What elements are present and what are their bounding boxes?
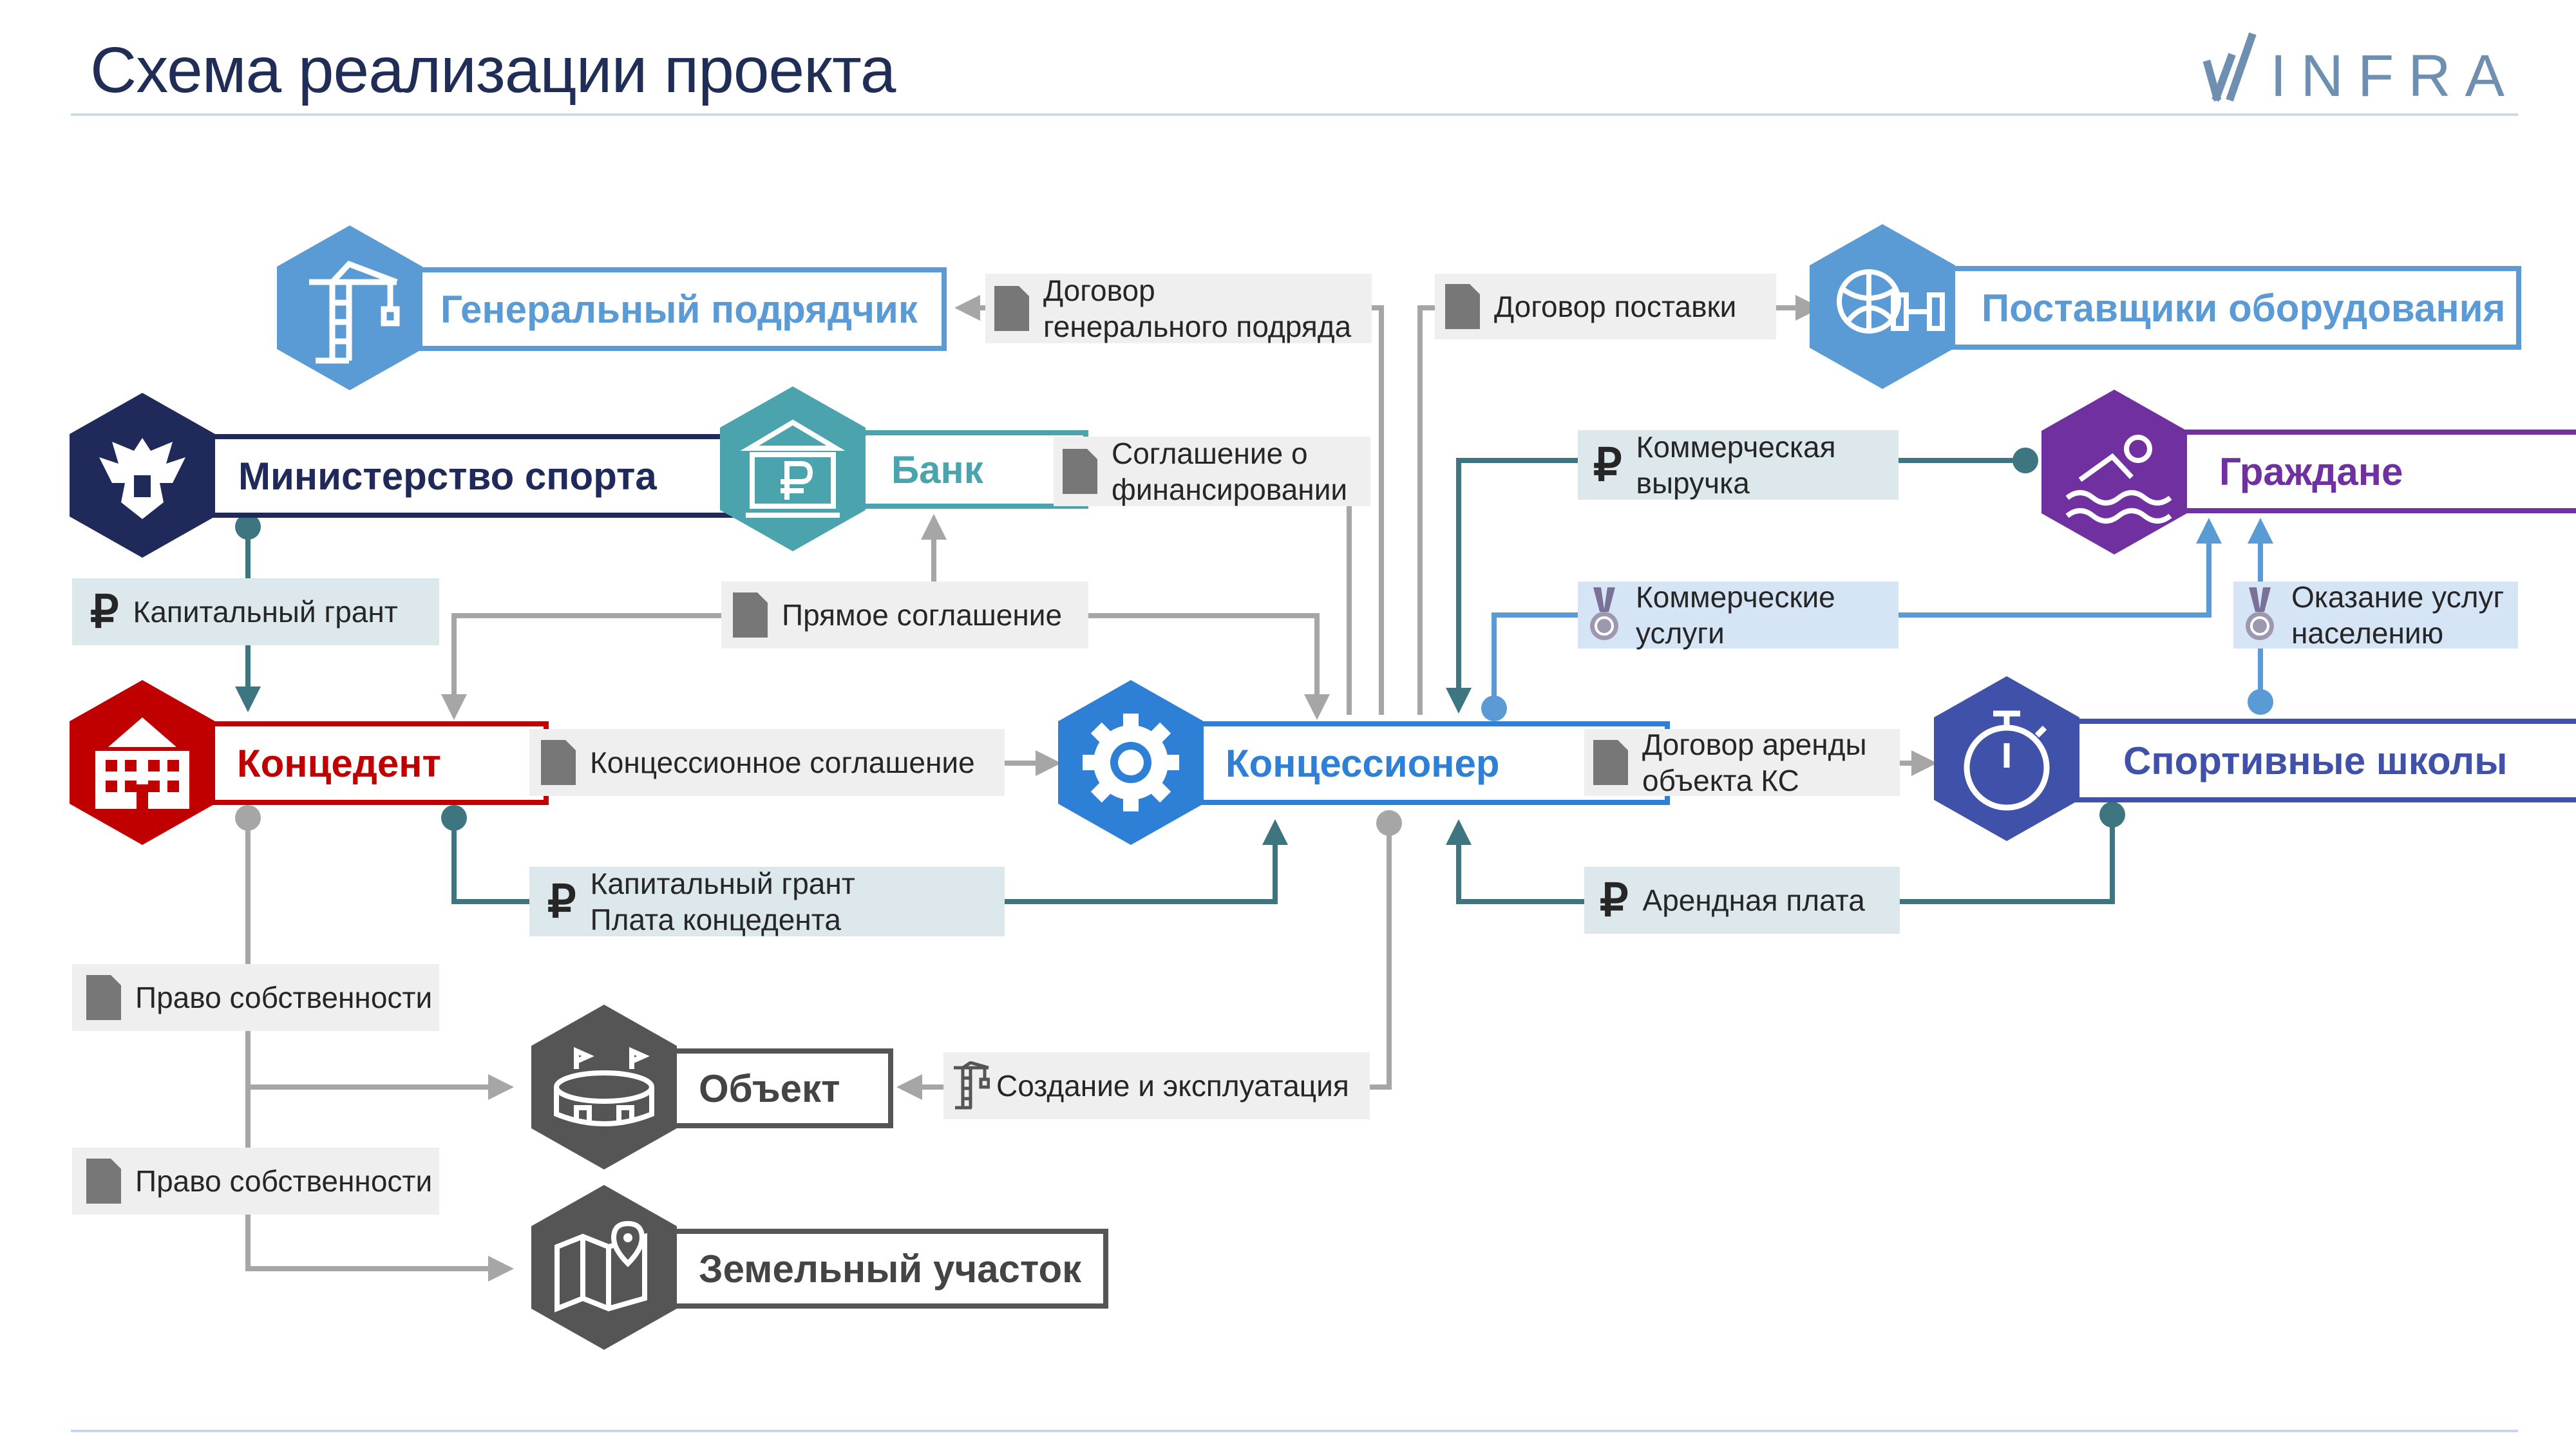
hexagon-badge <box>277 225 422 390</box>
document-icon <box>994 286 1029 331</box>
label-text: Договор поставки <box>1494 290 1737 323</box>
label-lease-contract: Договор аренды объекта КС <box>1584 728 1900 797</box>
label-line: выручка <box>1636 466 1750 500</box>
ruble-icon: ₽ <box>1593 440 1622 490</box>
label-line: генерального подряда <box>1043 310 1352 343</box>
document-icon <box>1063 449 1097 494</box>
document-icon <box>541 740 576 785</box>
government-building-icon <box>95 717 189 809</box>
label-supply-contract: Договор поставки <box>1435 274 1776 339</box>
hexagon-badge <box>70 393 215 558</box>
document-icon <box>86 1159 121 1204</box>
label-ownership-land: Право собственности <box>72 1148 439 1215</box>
hexagon-badge <box>1810 224 1955 389</box>
node-label: Спортивные школы <box>2123 739 2508 782</box>
label-line: объекта КС <box>1642 764 1799 797</box>
medal-icon <box>2246 587 2274 640</box>
ruble-icon: ₽ <box>547 876 576 927</box>
document-icon <box>86 975 121 1020</box>
label-line: Коммерческие <box>1636 580 1835 614</box>
hexagon-badge <box>531 1005 677 1170</box>
document-icon <box>733 592 768 638</box>
label-build-operate: Создание и эксплуатация <box>943 1052 1370 1119</box>
label-rent: ₽ Арендная плата <box>1584 867 1900 934</box>
map-pin-icon <box>554 1220 647 1312</box>
crane-icon <box>309 260 400 364</box>
node-label: Граждане <box>2219 450 2403 493</box>
label-commercial-services: Коммерческие услуги <box>1578 580 1899 650</box>
crane-icon <box>954 1061 990 1110</box>
document-icon <box>1593 740 1628 785</box>
label-text: Право собственности <box>135 1164 433 1198</box>
label-concession-agreement: Концессионное соглашение <box>529 729 1005 796</box>
hexagon-badge <box>1058 680 1204 845</box>
ruble-icon: ₽ <box>1600 875 1629 925</box>
label-line: Договор <box>1043 274 1155 307</box>
node-label: Генеральный подрядчик <box>440 287 918 331</box>
label-line: Договор аренды <box>1642 728 1867 761</box>
label-text: Концессионное соглашение <box>590 746 975 779</box>
page-title: Схема реализации проекта <box>90 34 896 106</box>
bank-building-icon <box>740 419 846 518</box>
logo-text: INFRA <box>2270 43 2519 109</box>
label-line: Оказание услуг <box>2291 580 2505 614</box>
node-label: Министерство спорта <box>238 454 657 498</box>
hexagon-badge <box>2041 390 2187 554</box>
hexagon-badge <box>70 680 215 845</box>
infra-logo <box>2202 32 2257 102</box>
stopwatch-icon <box>1964 710 2050 811</box>
label-grant-payment: ₽ Капитальный грант Плата концедента <box>529 867 1005 936</box>
hexagon-badge <box>720 386 866 551</box>
label-direct-agreement: Прямое соглашение <box>721 582 1088 649</box>
label-line: Плата концедента <box>590 903 841 936</box>
label-capital-grant: ₽ Капитальный грант <box>72 578 439 645</box>
node-label: Поставщики оборудования <box>1982 286 2506 330</box>
label-line: Коммерческая <box>1636 430 1836 464</box>
label-text: Право собственности <box>135 981 433 1014</box>
stadium-icon <box>554 1046 654 1126</box>
label-financing-agreement: Соглашение о финансировании <box>1054 437 1370 506</box>
label-line: населению <box>2291 616 2444 650</box>
medal-icon <box>1590 587 1618 640</box>
label-ownership-object: Право собственности <box>72 964 439 1031</box>
label-text: Создание и эксплуатация <box>996 1069 1349 1103</box>
gear-icon <box>1083 714 1179 811</box>
sport-equipment-icon <box>1837 269 1945 334</box>
hexagon-badge <box>1934 676 2079 841</box>
header-divider <box>71 113 2518 116</box>
document-icon <box>1445 284 1480 329</box>
label-line: Соглашение о <box>1112 437 1308 470</box>
label-text: Капитальный грант <box>133 595 398 629</box>
hexagon-badge <box>531 1185 677 1350</box>
label-line: услуги <box>1636 616 1725 650</box>
node-label: Концессионер <box>1226 741 1500 785</box>
label-public-services: Оказание услуг населению <box>2233 580 2518 650</box>
label-commercial-revenue: ₽ Коммерческая выручка <box>1578 430 1899 500</box>
node-label: Концедент <box>237 741 441 785</box>
ruble-icon: ₽ <box>90 587 119 637</box>
label-line: Капитальный грант <box>590 867 855 900</box>
label-line: финансировании <box>1112 473 1348 506</box>
node-label: Земельный участок <box>699 1247 1082 1291</box>
swimmer-icon <box>2065 435 2172 524</box>
footer-divider <box>71 1430 2518 1432</box>
coat-of-arms-icon <box>99 438 185 519</box>
label-text: Арендная плата <box>1642 884 1865 917</box>
label-general-contract: Договор генерального подряда <box>985 274 1372 343</box>
label-text: Прямое соглашение <box>782 598 1063 632</box>
node-label: Банк <box>891 448 983 491</box>
node-label: Объект <box>699 1066 840 1110</box>
